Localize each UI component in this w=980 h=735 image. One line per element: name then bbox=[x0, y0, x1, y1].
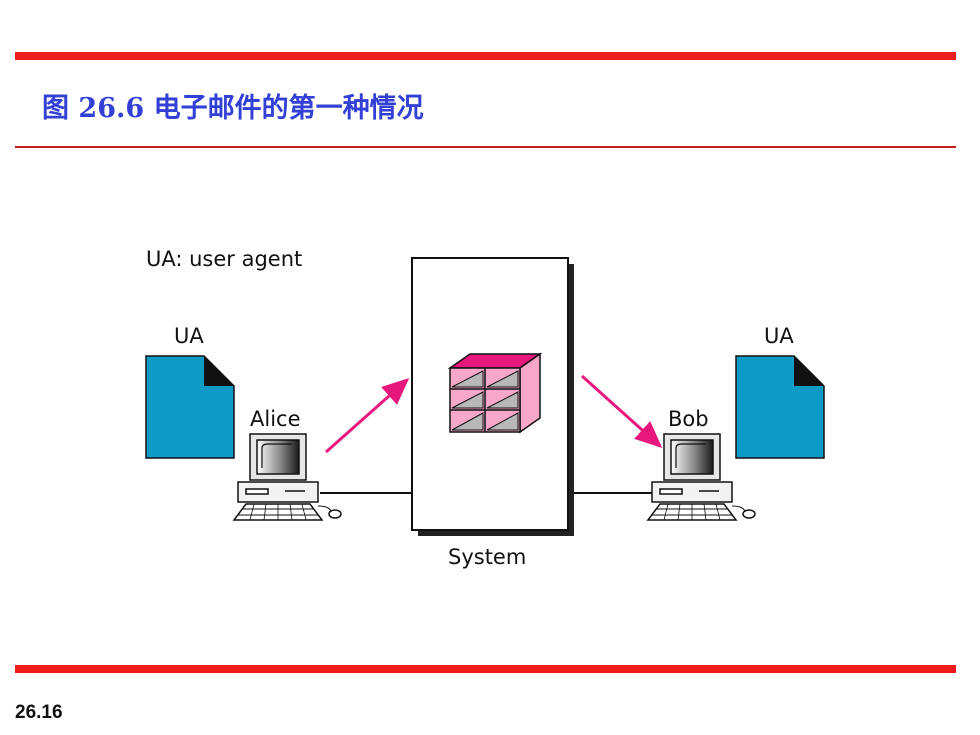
left-ua-label: UA bbox=[174, 324, 204, 348]
right-ua-label: UA bbox=[764, 324, 794, 348]
alice-computer-icon bbox=[232, 433, 342, 521]
title-text: 电子邮件的第一种情况 bbox=[153, 93, 424, 124]
mailbox-icon bbox=[447, 352, 543, 434]
title-prefix: 图 bbox=[42, 93, 69, 124]
bob-computer-icon bbox=[646, 433, 756, 521]
page-number: 26.16 bbox=[15, 702, 63, 723]
title-underline bbox=[15, 146, 956, 148]
top-red-bar bbox=[15, 52, 956, 60]
bob-label: Bob bbox=[668, 407, 709, 431]
send-arrow bbox=[325, 378, 410, 454]
title-number: 26.6 bbox=[78, 93, 145, 124]
alice-label: Alice bbox=[250, 407, 301, 431]
left-ua-document-icon bbox=[145, 355, 235, 459]
slide-title: 图 26.6 电子邮件的第一种情况 bbox=[42, 86, 424, 125]
bottom-red-bar bbox=[15, 665, 956, 673]
legend-note: UA: user agent bbox=[146, 247, 302, 271]
system-label: System bbox=[448, 545, 526, 569]
right-ua-document-icon bbox=[735, 355, 825, 459]
deliver-arrow bbox=[580, 374, 663, 449]
